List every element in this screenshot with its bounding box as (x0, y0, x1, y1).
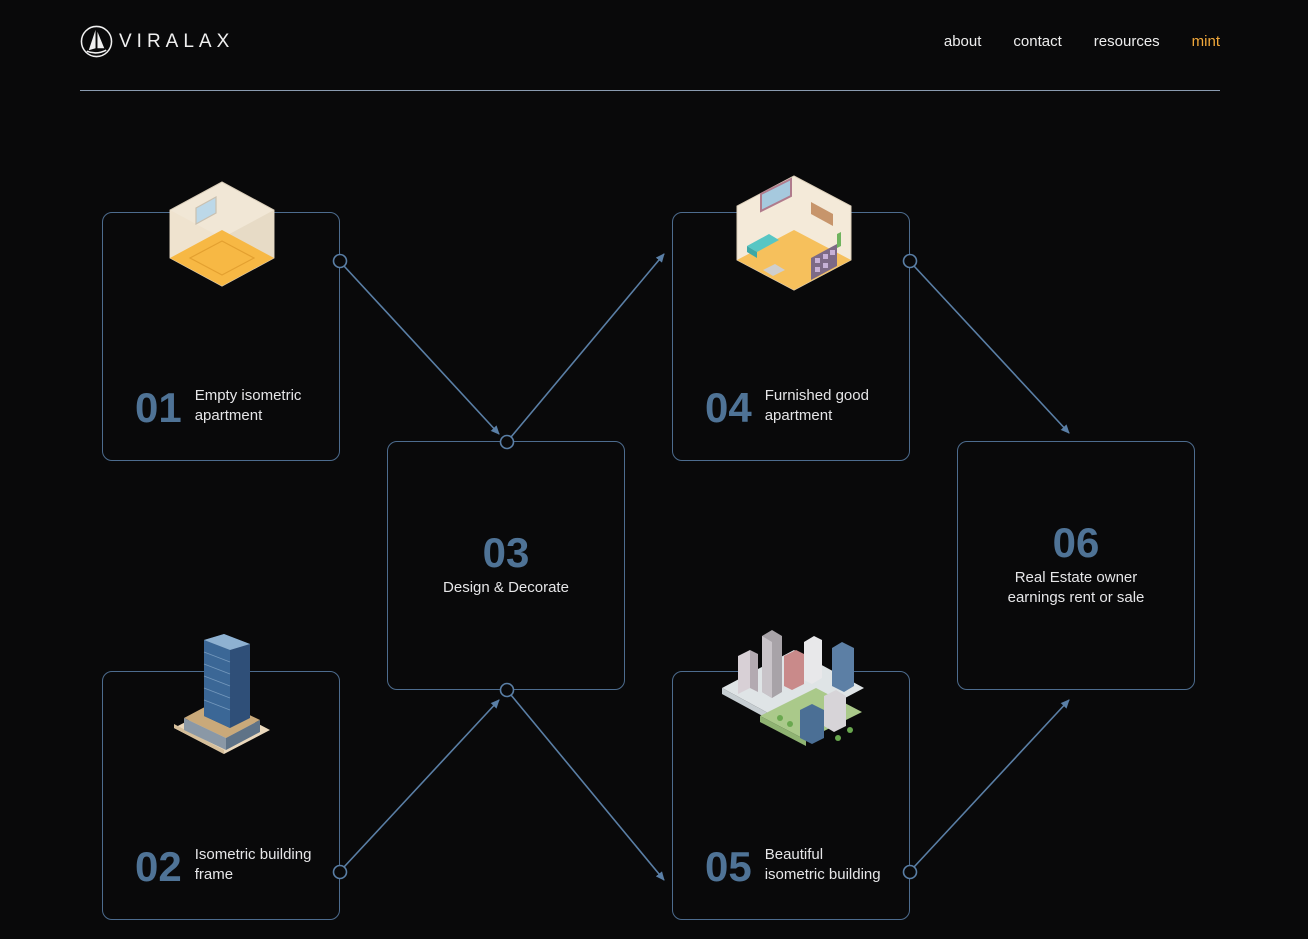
connector-node (902, 253, 918, 269)
step-number: 01 (135, 384, 182, 431)
furnished-room-icon (736, 175, 852, 291)
connector-05-06 (913, 699, 1070, 868)
connector-04-06 (913, 265, 1070, 434)
brand-logo[interactable]: VIRALAX (80, 25, 234, 58)
step-card-02: 02 Isometric building frame (102, 671, 340, 920)
brand-name: VIRALAX (119, 30, 235, 52)
building-icon (174, 634, 270, 754)
step-number: 05 (705, 843, 752, 890)
connector-02-03 (343, 699, 500, 868)
connector-node (499, 682, 515, 698)
step-card-04: 04 Furnished good apartment (672, 212, 910, 461)
nav-about[interactable]: about (943, 33, 982, 50)
empty-room-icon (169, 181, 275, 287)
step-number: 06 (1052, 519, 1100, 566)
site-header: VIRALAX about contact resources mint (80, 0, 1220, 91)
step-number: 02 (135, 843, 182, 890)
connector-node (902, 864, 918, 880)
nav-mint[interactable]: mint (1191, 33, 1220, 50)
connector-node (332, 253, 348, 269)
connector-node (499, 434, 515, 450)
step-number: 03 (482, 529, 530, 576)
connector-03-04 (510, 253, 665, 438)
connector-01-03 (343, 265, 500, 435)
step-card-01: 01 Empty isometric apartment (102, 212, 340, 461)
connector-node (332, 864, 348, 880)
step-number: 04 (705, 384, 752, 431)
step-label: Design & Decorate (443, 579, 569, 596)
step-label: Real Estate owner earnings rent or sale (1007, 569, 1145, 606)
step-label: Beautiful isometric building (764, 846, 881, 883)
step-card-06: 06 Real Estate owner earnings rent or sa… (957, 441, 1195, 690)
connector-03-05 (510, 694, 665, 881)
nav-resources[interactable]: resources (1093, 33, 1160, 50)
main-nav: about contact resources mint (944, 33, 1220, 50)
step-label: Isometric building frame (194, 846, 312, 883)
sail-logo-icon (80, 25, 113, 58)
step-label: Empty isometric apartment (194, 387, 302, 424)
nav-contact[interactable]: contact (1013, 33, 1062, 50)
city-block-icon (722, 630, 864, 746)
step-label: Furnished good apartment (764, 387, 869, 424)
